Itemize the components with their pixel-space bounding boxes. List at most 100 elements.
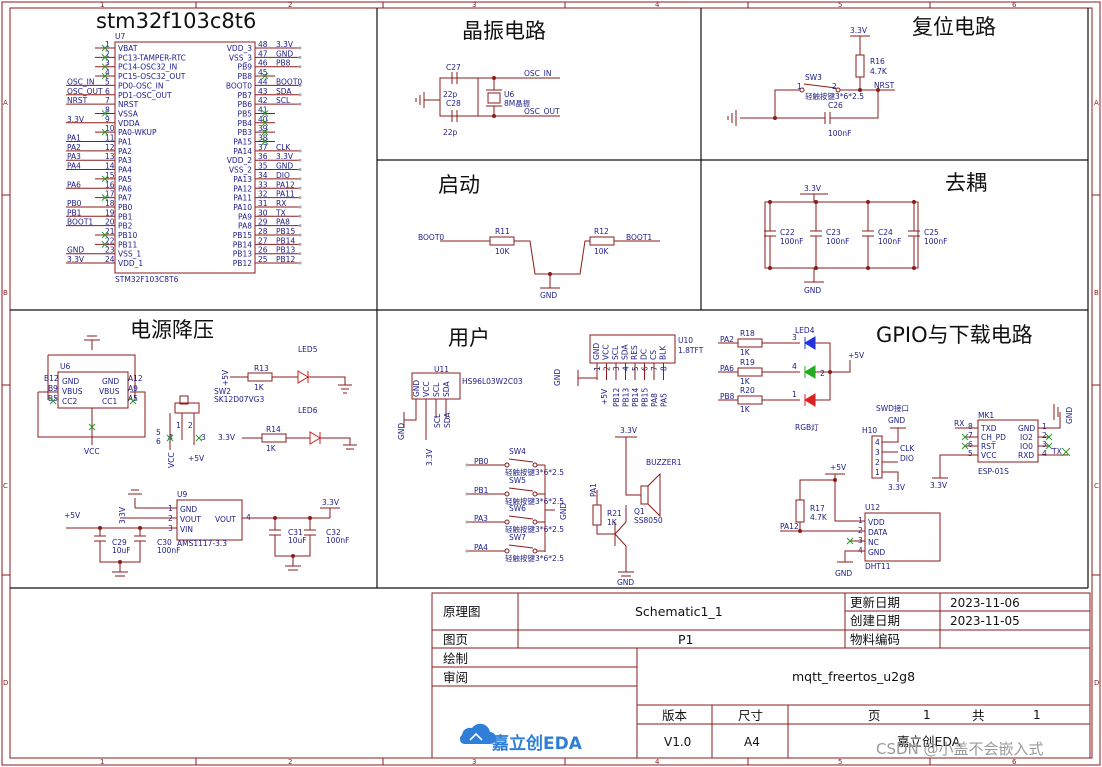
q1-ref: Q1 <box>634 507 645 516</box>
dht-pin: DATA <box>868 528 888 537</box>
mcu-pin-number: 13 <box>105 152 115 161</box>
sw2-ref: SW2 <box>214 387 231 396</box>
ruler-col: 2 <box>288 1 292 9</box>
button-ref: SW4 <box>509 447 526 456</box>
usb-num: B5 <box>48 394 58 403</box>
net-dec-gnd: GND <box>804 286 821 295</box>
mcu-pin-label: PB5 <box>238 109 253 118</box>
tb-label-total: 共 <box>972 708 985 723</box>
mcu-pin-number: 18 <box>105 199 115 208</box>
swd-num: 3 <box>875 448 880 457</box>
mcu-pin-label: PC13-TAMPER-RTC <box>118 53 186 62</box>
net-tft-vcc: +5V <box>600 388 609 405</box>
mcu-pin-label: PA5 <box>118 175 132 184</box>
c29-val: 10uF <box>112 546 131 555</box>
mcu-net-label: RX <box>276 199 286 208</box>
led-resistor-ref: R19 <box>740 358 755 367</box>
tft-net-label: PA5 <box>660 393 669 407</box>
mcu-pin-label: PD1-OSC_OUT <box>118 91 172 100</box>
r14-val: 1K <box>266 444 277 453</box>
r13-val: 1K <box>254 383 265 392</box>
mcu-pin-label: PA6 <box>118 184 132 193</box>
led-net-label: PB8 <box>720 392 735 401</box>
mcu-pin-label: PB2 <box>118 222 133 231</box>
mcu-net-label: 3.3V <box>67 115 85 124</box>
rgb-label: RGB灯 <box>795 422 819 432</box>
mcu-pin-number: 38 <box>258 134 268 143</box>
sw3-val: 轻触按键3*6*2.5 <box>805 91 864 101</box>
dht-part: DHT11 <box>865 562 891 571</box>
tft-net-label: PB15 <box>641 388 650 407</box>
mcu-pin-number: 35 <box>258 162 268 171</box>
ldo-ref: U9 <box>177 490 187 499</box>
mcu-pin-number: 29 <box>258 218 268 227</box>
button-val: 轻触按键3*6*2.5 <box>505 496 564 506</box>
tft-pin-label: CS <box>649 350 658 360</box>
ldo-pin: VOUT <box>215 515 236 524</box>
mcu-pin-number: 8 <box>105 105 110 114</box>
mcu-ref: U7 <box>115 32 125 41</box>
net-swd-33: 3.3V <box>888 483 906 492</box>
tb-label-size: 尺寸 <box>738 708 763 723</box>
c32-val: 100nF <box>326 536 349 545</box>
mcu-pin-label: PC14-OSC32_IN <box>118 63 177 72</box>
tb-value-version: V1.0 <box>664 735 691 749</box>
net-led6-33: 3.3V <box>218 433 236 442</box>
section-title-decoupling: 去耦 <box>945 171 987 195</box>
net-oled-scl: SCL <box>433 413 442 428</box>
net-oled-gnd: GND <box>397 423 406 440</box>
mcu-net-label: GND <box>67 246 84 255</box>
tb-value-size: A4 <box>744 735 760 749</box>
ruler-col: 3 <box>472 1 476 9</box>
led-pin-number: 4 <box>792 362 797 371</box>
mcu-net-label: OSC_IN <box>67 77 94 86</box>
tft-pin-label: BLK <box>659 345 668 360</box>
ruler-col: 1 <box>100 1 104 9</box>
net-nrst: NRST <box>874 81 895 90</box>
r11-val: 10K <box>495 247 511 256</box>
boot-circuit: BOOT0 BOOT1 R11 10K R12 10K GND <box>418 227 660 300</box>
r12-val: 10K <box>594 247 610 256</box>
ruler-row: C <box>1094 482 1099 490</box>
tb-label-review: 审阅 <box>443 670 468 685</box>
mcu-pin-label: PB3 <box>238 128 253 137</box>
mcu-pin-number: 2 <box>105 49 110 58</box>
ruler-row: A <box>1094 99 1099 107</box>
decoupling-circuit: 3.3V GND C22100nFC23100nFC24100nFC25100n… <box>764 184 947 295</box>
tb-label-bom: 物料编码 <box>850 632 900 647</box>
r14-ref: R14 <box>266 425 281 434</box>
mcu-pin-label: PB10 <box>118 231 137 240</box>
dht-ref: U12 <box>865 503 880 512</box>
sw3-pin1: 1 <box>797 82 802 91</box>
button-ref: SW6 <box>509 504 526 513</box>
esp-num: 8 <box>968 422 973 431</box>
esp-pin: VCC <box>981 451 997 460</box>
esp-num: 7 <box>968 431 973 440</box>
ruler-col: 6 <box>1012 758 1017 766</box>
esp-num: 6 <box>968 440 973 449</box>
mcu-pin-number: 33 <box>258 180 268 189</box>
xtal-ref: U6 <box>504 90 514 99</box>
mcu-pin-number: 23 <box>105 246 115 255</box>
section-title-boot: 启动 <box>438 173 480 197</box>
ruler-row: C <box>3 482 8 490</box>
mcu-pin-number: 11 <box>105 134 115 143</box>
mcu-pin-number: 4 <box>105 68 110 77</box>
button-net-label: PB1 <box>474 486 489 495</box>
mcu-pin-label: PA7 <box>118 194 132 203</box>
net-reset-vcc: 3.3V <box>850 26 868 35</box>
ruler-row: B <box>3 289 8 297</box>
tft-pins: GND1VCC2SCL3PB12SDA4PB13RES5PB14DC6PB15C… <box>592 343 669 407</box>
net-sw-5v: +5V <box>188 454 205 463</box>
esp-ref: MK1 <box>978 411 994 420</box>
net-osc-in: OSC_IN <box>524 69 551 78</box>
section-title-user: 用户 <box>448 326 490 350</box>
section-title-reset: 复位电路 <box>912 15 996 39</box>
net-esp-gnd: GND <box>1065 407 1074 424</box>
net-dht-pa12: PA12 <box>780 522 799 531</box>
ruler-col: 6 <box>1012 1 1017 9</box>
mcu-net-label: PA1 <box>67 134 81 143</box>
c27-val: 22p <box>443 90 458 99</box>
mcu-pin-number: 14 <box>105 162 115 171</box>
